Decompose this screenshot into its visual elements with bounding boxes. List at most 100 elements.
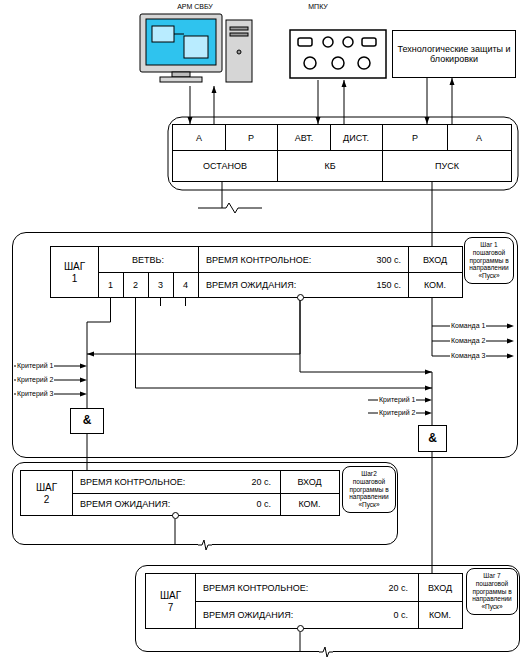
protection-box: Технологические защиты и блокировки (392, 30, 516, 78)
cell-text: КОМ. (424, 279, 446, 289)
panel-switch (362, 38, 376, 46)
cell-divider (123, 272, 124, 297)
step-callout: Шаг 1 пошаговой программы в направлении … (464, 237, 514, 284)
arrowhead (507, 324, 514, 359)
step-region: Шаг 7 пошаговой программы в направлении … (135, 565, 520, 652)
cell-text: 150 с. (376, 279, 401, 289)
arrowhead (212, 86, 217, 93)
criterion-wire (14, 366, 427, 413)
workstation-node: АРМ СВБУ (136, 0, 254, 86)
cell-text: ПУСК (435, 161, 459, 171)
cell-text: Р (412, 132, 418, 142)
cell-text: АРМ СВБУ (177, 3, 213, 11)
connector-line (136, 298, 433, 425)
arrowhead (450, 78, 455, 85)
connector (316, 80, 321, 124)
connector (212, 86, 217, 124)
cell-text: & (83, 414, 92, 428)
cell-text: ВХОД (428, 582, 452, 592)
cell-divider (148, 272, 149, 297)
break-mark (198, 539, 212, 551)
step-region: Шаг 1 пошаговой программы в направлении … (12, 232, 518, 458)
panel-knob (358, 57, 370, 69)
cell-text: ВРЕМЯ ОЖИДАНИЯ: (203, 609, 293, 619)
arrowhead (188, 117, 193, 124)
cell-text: КОМ. (298, 499, 320, 509)
connector (342, 80, 347, 124)
step-callout: Шаг 7 пошаговой программы в направлении … (466, 568, 518, 615)
monitor-screen (146, 19, 216, 65)
step-table: ШАГ 2ВРЕМЯ КОНТРОЛЬНОЕ:20 с.ВХОДВРЕМЯ ОЖ… (20, 470, 340, 516)
monitor-frame (140, 14, 222, 72)
cell-text: Технологические защиты и блокировки (397, 44, 511, 65)
step-callout: Шаг2 пошаговой программы в направлении «… (342, 466, 396, 513)
signal-label: Критерий 2 (16, 376, 54, 384)
step-table: ШАГ 7ВРЕМЯ КОНТРОЛЬНОЕ:20 с.ВХОДВРЕМЯ ОЖ… (145, 573, 463, 629)
cell-text: 3 (158, 279, 163, 289)
panel-knob (332, 57, 344, 69)
monitor-base (160, 77, 202, 82)
cell-text: 20 с. (251, 477, 271, 487)
cell-text: КОМ. (429, 609, 451, 619)
signal-label: Команда 3 (450, 352, 486, 360)
panel-knob (323, 37, 333, 47)
timer-wire (175, 519, 176, 545)
cell-text: 4 (183, 279, 188, 289)
cell-text: & (428, 432, 437, 446)
cell-text: 300 с. (376, 254, 401, 264)
branch-stub (160, 298, 161, 306)
connector-line (87, 298, 300, 408)
cell-divider (447, 125, 448, 150)
panel-knob (304, 57, 316, 69)
cell-text: АВТ. (295, 132, 313, 142)
screen-link (174, 34, 184, 35)
arrowhead (80, 364, 432, 416)
cell-divider (195, 601, 462, 602)
drive-slot (230, 33, 248, 36)
cell-divider (72, 493, 339, 494)
break-ground (319, 646, 333, 658)
command-lines (432, 298, 514, 359)
cell-text: ДИСТ. (343, 132, 369, 142)
panel-body (290, 30, 386, 78)
connector (432, 182, 433, 246)
cell-text: ОСТАНОВ (203, 161, 247, 171)
mode-cell: РАПУСК (382, 124, 512, 182)
cell-text: ВХОД (423, 254, 447, 264)
cell-text: ВХОД (297, 477, 321, 487)
arrowhead (316, 117, 321, 124)
signal-label: Критерий 2 (378, 409, 416, 417)
workstation-icon (140, 14, 252, 82)
step-table: ШАГ 1ВЕТВЬ:ВРЕМЯ КОНТРОЛЬНОЕ:300 с.ВХОД1… (50, 246, 463, 298)
cell-text: ВЕТВЬ: (132, 254, 164, 264)
connector-line (87, 434, 88, 470)
arrowhead (425, 117, 430, 124)
cell-text: МПКУ (308, 3, 327, 11)
arrowhead (87, 352, 94, 357)
break-ground (198, 539, 212, 551)
pc-tower (226, 20, 252, 82)
cell-text: ВРЕМЯ ОЖИДАНИЯ: (80, 499, 170, 509)
command-wire (432, 298, 508, 356)
panel-switch (298, 38, 312, 46)
cell-divider (98, 272, 462, 273)
connector (425, 78, 430, 124)
cell-text: ШАГ 7 (158, 590, 184, 613)
cell-text: ВРЕМЯ КОНТРОЛЬНОЕ: (206, 254, 311, 264)
connector-line (432, 452, 433, 573)
timer-wire (300, 632, 301, 651)
arrowhead (342, 80, 347, 87)
arrowhead (425, 370, 432, 375)
mode-cell: АВТ.ДИСТ.КБ (277, 124, 383, 182)
cell-text: 0 с. (256, 499, 271, 509)
arrowhead (425, 386, 432, 391)
signal-label: Команда 1 (450, 322, 486, 330)
drive-slot (230, 27, 248, 30)
and-gate: & (418, 425, 447, 452)
break-zigzag (319, 647, 333, 657)
break-zigzag (198, 540, 212, 550)
cell-text: 20 с. (388, 582, 408, 592)
cell-text: ВРЕМЯ ОЖИДАНИЯ: (206, 279, 296, 289)
connector (87, 434, 88, 470)
